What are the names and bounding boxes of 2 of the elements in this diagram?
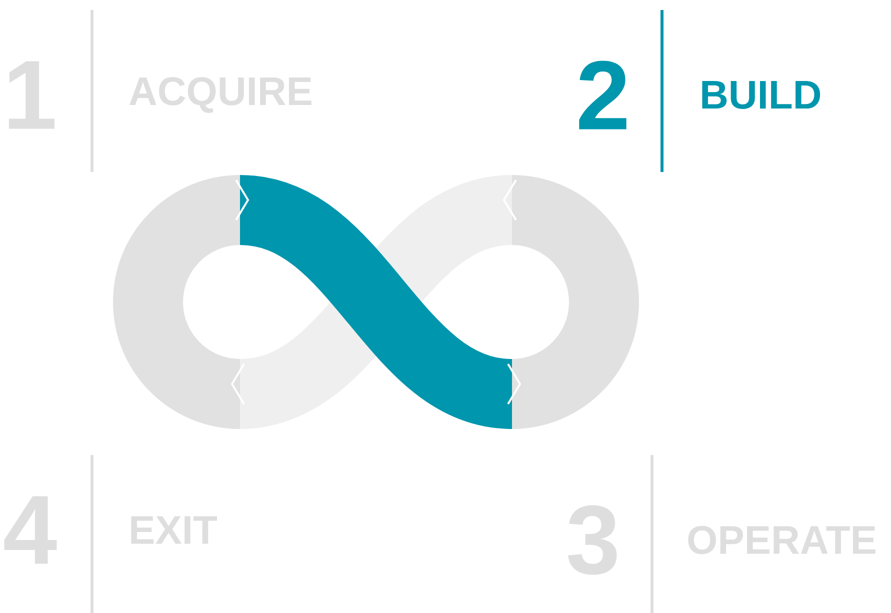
stage-label: BUILD xyxy=(702,81,820,109)
stage-number: 2 xyxy=(579,60,626,130)
